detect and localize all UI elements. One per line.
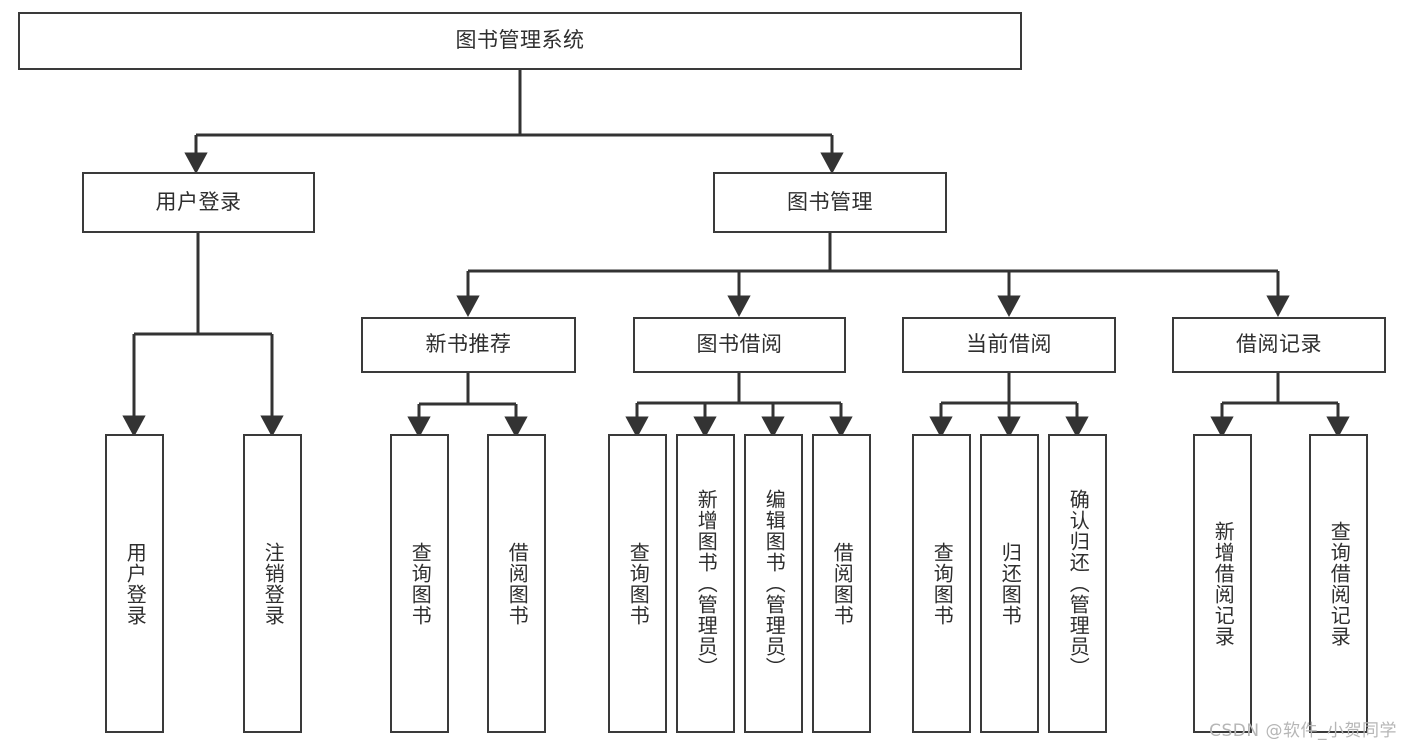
node-label: 借阅记录 — [1236, 332, 1322, 357]
leaf-borrow-book[interactable]: 借阅图书 — [812, 434, 871, 733]
node-label: 新书推荐 — [425, 332, 512, 357]
leaf-user-login[interactable]: 用户登录 — [105, 434, 164, 733]
node-label: 图书借阅 — [696, 332, 783, 357]
node-label: 编辑图书（管理员） — [762, 489, 787, 678]
node-label: 借阅图书 — [830, 541, 855, 626]
node-root-book-management-system[interactable]: 图书管理系统 — [18, 12, 1022, 70]
node-label: 查询图书 — [930, 541, 955, 626]
leaf-query-borrow-record[interactable]: 查询借阅记录 — [1309, 434, 1368, 733]
node-label: 查询图书 — [626, 541, 651, 626]
node-label: 用户登录 — [155, 189, 242, 214]
node-label: 用户登录 — [123, 541, 148, 626]
node-label: 新增借阅记录 — [1211, 520, 1236, 647]
leaf-query-book-current[interactable]: 查询图书 — [912, 434, 971, 733]
node-label: 查询借阅记录 — [1327, 520, 1352, 647]
leaf-logout-login[interactable]: 注销登录 — [243, 434, 302, 733]
node-current-borrow[interactable]: 当前借阅 — [902, 317, 1116, 373]
node-new-book-recommend[interactable]: 新书推荐 — [361, 317, 576, 373]
leaf-edit-book-admin[interactable]: 编辑图书（管理员） — [744, 434, 803, 733]
node-label: 借阅图书 — [505, 541, 530, 626]
node-label: 确认归还（管理员） — [1066, 489, 1091, 678]
node-book-borrow[interactable]: 图书借阅 — [633, 317, 846, 373]
node-label: 当前借阅 — [966, 332, 1052, 357]
leaf-return-book[interactable]: 归还图书 — [980, 434, 1039, 733]
node-label: 查询图书 — [408, 541, 433, 626]
leaf-add-book-admin[interactable]: 新增图书（管理员） — [676, 434, 735, 733]
node-label: 新增图书（管理员） — [694, 489, 719, 678]
leaf-borrow-book-recommend[interactable]: 借阅图书 — [487, 434, 546, 733]
node-book-management[interactable]: 图书管理 — [713, 172, 947, 233]
node-label: 归还图书 — [998, 541, 1023, 626]
node-label: 注销登录 — [261, 541, 286, 626]
watermark-csdn: CSDN @软件_小贺同学 — [1209, 721, 1397, 741]
leaf-confirm-return-admin[interactable]: 确认归还（管理员） — [1048, 434, 1107, 733]
node-label: 图书管理 — [787, 189, 873, 214]
leaf-query-book-recommend[interactable]: 查询图书 — [390, 434, 449, 733]
leaf-add-borrow-record[interactable]: 新增借阅记录 — [1193, 434, 1252, 733]
node-user-login[interactable]: 用户登录 — [82, 172, 315, 233]
node-label: 图书管理系统 — [455, 28, 585, 53]
leaf-query-book-borrow[interactable]: 查询图书 — [608, 434, 667, 733]
node-borrow-record[interactable]: 借阅记录 — [1172, 317, 1386, 373]
